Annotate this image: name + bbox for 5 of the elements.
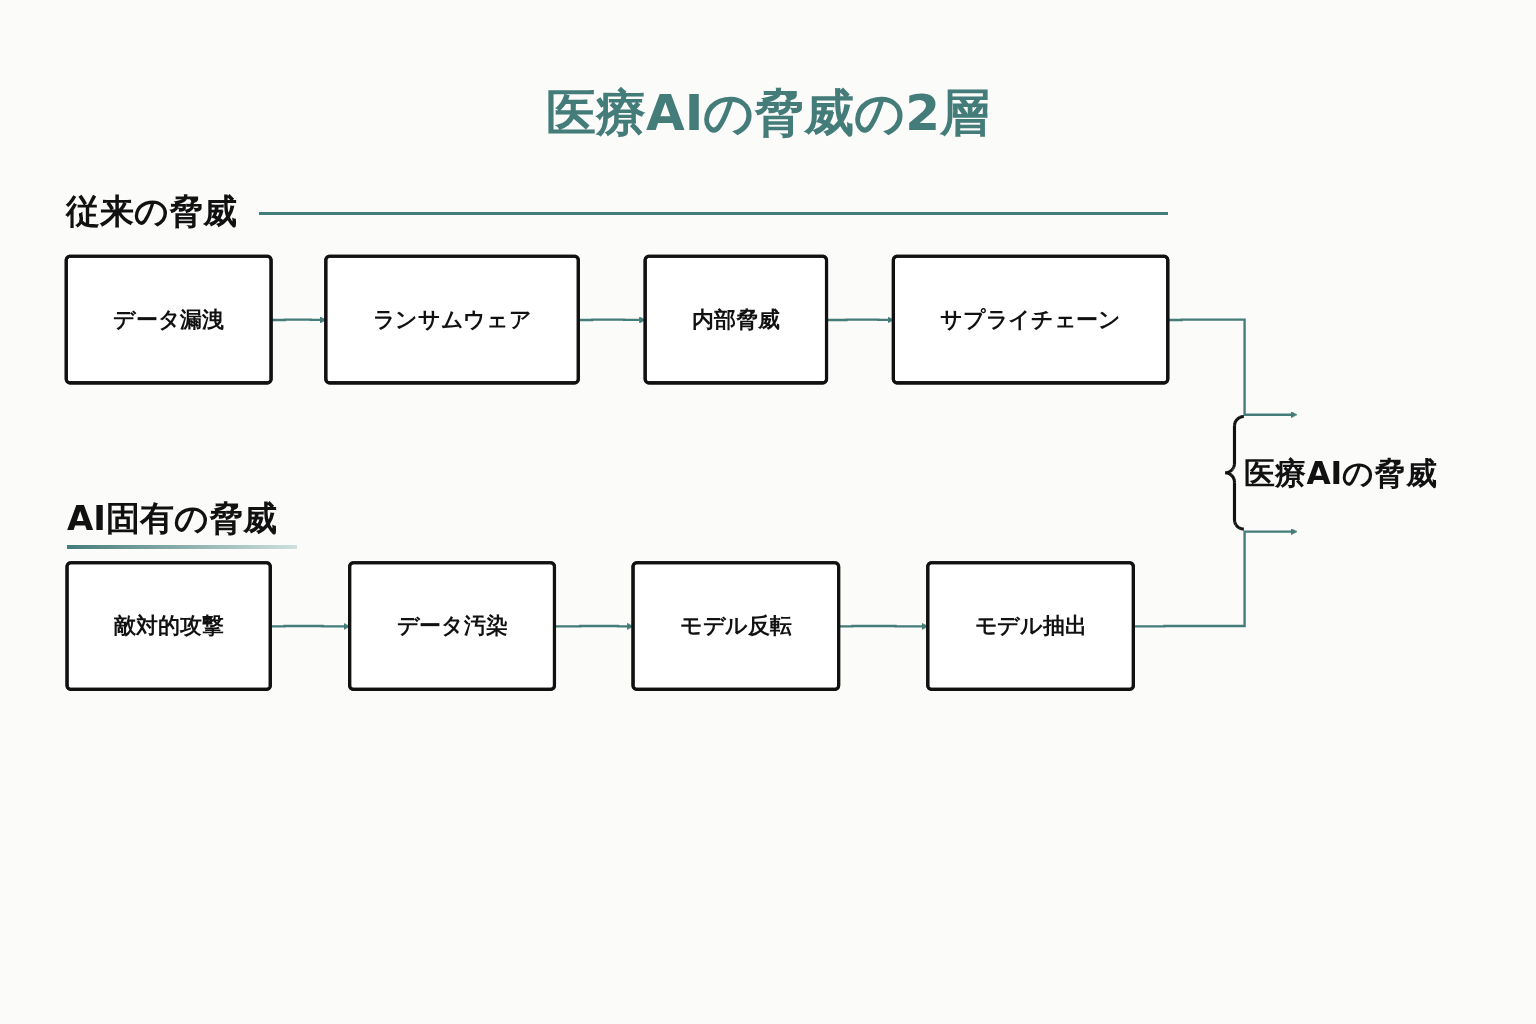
- node-text: 医療AIの脅威: [1243, 454, 1437, 491]
- diagram-title: 医療AIの脅威の2層: [544, 83, 992, 144]
- section-heading: 従来の脅威: [66, 191, 238, 233]
- section-heading: AI固有の脅威: [67, 497, 277, 539]
- arrow: [1168, 318, 1298, 419]
